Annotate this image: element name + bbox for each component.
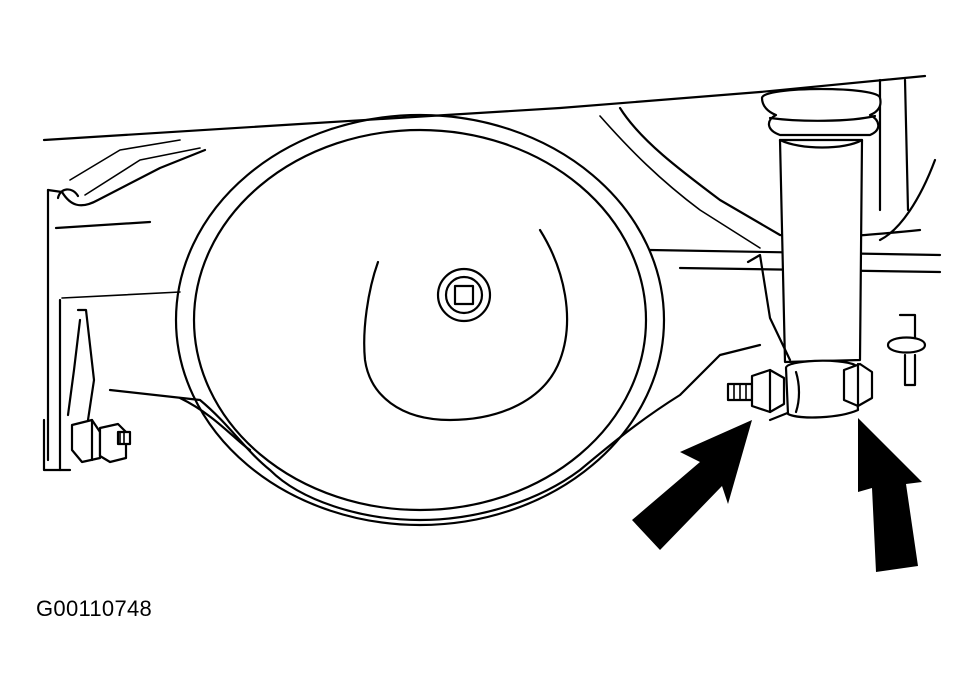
axle-housing-outline bbox=[108, 343, 762, 522]
differential-cover-outer bbox=[174, 113, 666, 527]
shock-bolt-left bbox=[726, 368, 786, 414]
right-bracket bbox=[886, 313, 927, 387]
figure-id-label: G00110748 bbox=[36, 596, 153, 621]
left-shackle bbox=[42, 308, 132, 472]
shock-mount-bracket bbox=[746, 253, 862, 422]
indicator-arrow-right bbox=[858, 418, 922, 572]
indicator-arrow-left bbox=[632, 420, 752, 550]
fill-plug bbox=[436, 267, 492, 323]
axle-housing-lower bbox=[178, 396, 252, 452]
left-frame-structure bbox=[46, 139, 207, 472]
shock-absorber bbox=[760, 87, 882, 364]
differential-cover-rim bbox=[192, 128, 648, 512]
differential-inner-arc bbox=[363, 228, 569, 422]
shock-nut-right bbox=[842, 362, 874, 408]
right-frame-structure bbox=[599, 78, 942, 274]
frame-top-edge bbox=[42, 74, 927, 142]
